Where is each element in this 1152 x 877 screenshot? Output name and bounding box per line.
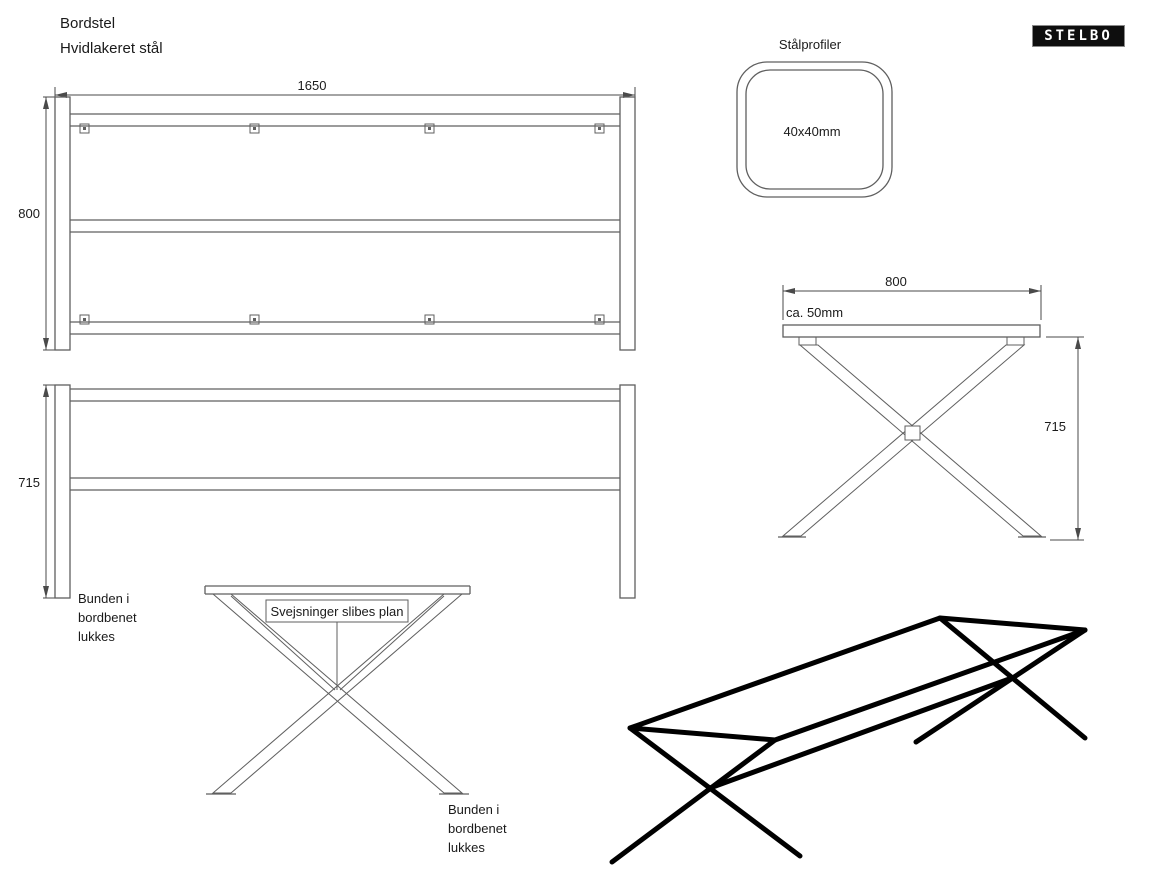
note-line: lukkes — [448, 840, 485, 855]
dim-height-label-front: 715 — [18, 475, 40, 490]
mounting-bracket — [424, 314, 435, 325]
dim-depth: 800 — [18, 96, 56, 351]
weld-note-label: Svejsninger slibes plan — [271, 604, 404, 619]
note-line: bordbenet — [78, 610, 137, 625]
dim-height-end: 715 — [1044, 336, 1084, 541]
plan-center-rail — [70, 219, 620, 233]
end-x-leg-b — [781, 344, 1026, 537]
profile-outer-tube — [736, 61, 893, 198]
end-left-plate — [798, 336, 817, 346]
plan-view: 1650 800 — [18, 78, 636, 351]
weld-leader-line — [230, 595, 336, 691]
plan-left-endbar — [54, 96, 71, 351]
front-top-rail — [70, 388, 620, 402]
steel-profile-label: Stålprofiler — [779, 37, 842, 52]
dim-height-front: 715 — [18, 384, 56, 599]
end-right-plate — [1006, 336, 1025, 346]
mounting-bracket — [594, 123, 605, 134]
mounting-bracket — [249, 123, 260, 134]
end-view: 800 ca. 50mm 715 — [778, 274, 1084, 541]
plan-right-endbar — [619, 96, 636, 351]
mounting-bracket — [79, 314, 90, 325]
leg-detail-view: Svejsninger slibes plan Bunden i bordben… — [204, 585, 507, 855]
detail-top-bar — [204, 585, 471, 595]
front-left-leg — [54, 384, 71, 599]
leg-bottom-note-right: Bunden i bordbenet lukkes — [448, 802, 507, 855]
sketch-left-x-leg — [609, 725, 803, 865]
stretcher-end-square — [904, 425, 921, 441]
profile-size-label: 40x40mm — [783, 124, 840, 139]
steel-profile-detail: Stålprofiler 40x40mm — [736, 37, 893, 198]
mounting-bracket — [424, 123, 435, 134]
end-top-bar — [782, 324, 1041, 338]
profile-inner-tube — [745, 69, 884, 190]
dim-length: 1650 — [54, 78, 636, 99]
stelbo-logo: STELBO — [1032, 25, 1125, 47]
title-block: Bordstel Hvidlakeret stål — [60, 15, 163, 57]
sketch-3d — [609, 615, 1088, 865]
page-title: Bordstel — [60, 15, 115, 32]
weld-leader-line — [339, 595, 445, 691]
stelbo-logo-text: STELBO — [1044, 28, 1113, 44]
detail-x-leg-b — [211, 593, 464, 794]
dim-length-label: 1650 — [298, 78, 327, 93]
note-line: lukkes — [78, 629, 115, 644]
dim-height-label-end: 715 — [1044, 419, 1066, 434]
overhang-note: ca. 50mm — [786, 305, 843, 320]
leg-bottom-note-left: Bunden i bordbenet lukkes — [78, 591, 137, 644]
sketch-center-stretcher — [707, 675, 1015, 791]
front-stretcher-rail — [70, 477, 620, 491]
dim-depth-label: 800 — [18, 206, 40, 221]
mounting-bracket — [594, 314, 605, 325]
page-subtitle: Hvidlakeret stål — [60, 40, 163, 57]
mounting-bracket — [249, 314, 260, 325]
front-right-leg — [619, 384, 636, 599]
weld-note-box: Svejsninger slibes plan — [265, 599, 409, 623]
plan-top-rail — [70, 113, 620, 127]
note-line: bordbenet — [448, 821, 507, 836]
dim-width-end: 800 — [782, 274, 1042, 320]
detail-x-leg-a — [211, 593, 464, 794]
dim-width-label-end: 800 — [885, 274, 907, 289]
front-view: 715 Bunden i bordbenet lukkes — [18, 384, 636, 644]
end-x-leg-a — [798, 344, 1043, 537]
note-line: Bunden i — [78, 591, 129, 606]
mounting-bracket — [79, 123, 90, 134]
note-line: Bunden i — [448, 802, 499, 817]
plan-bottom-rail — [70, 321, 620, 335]
